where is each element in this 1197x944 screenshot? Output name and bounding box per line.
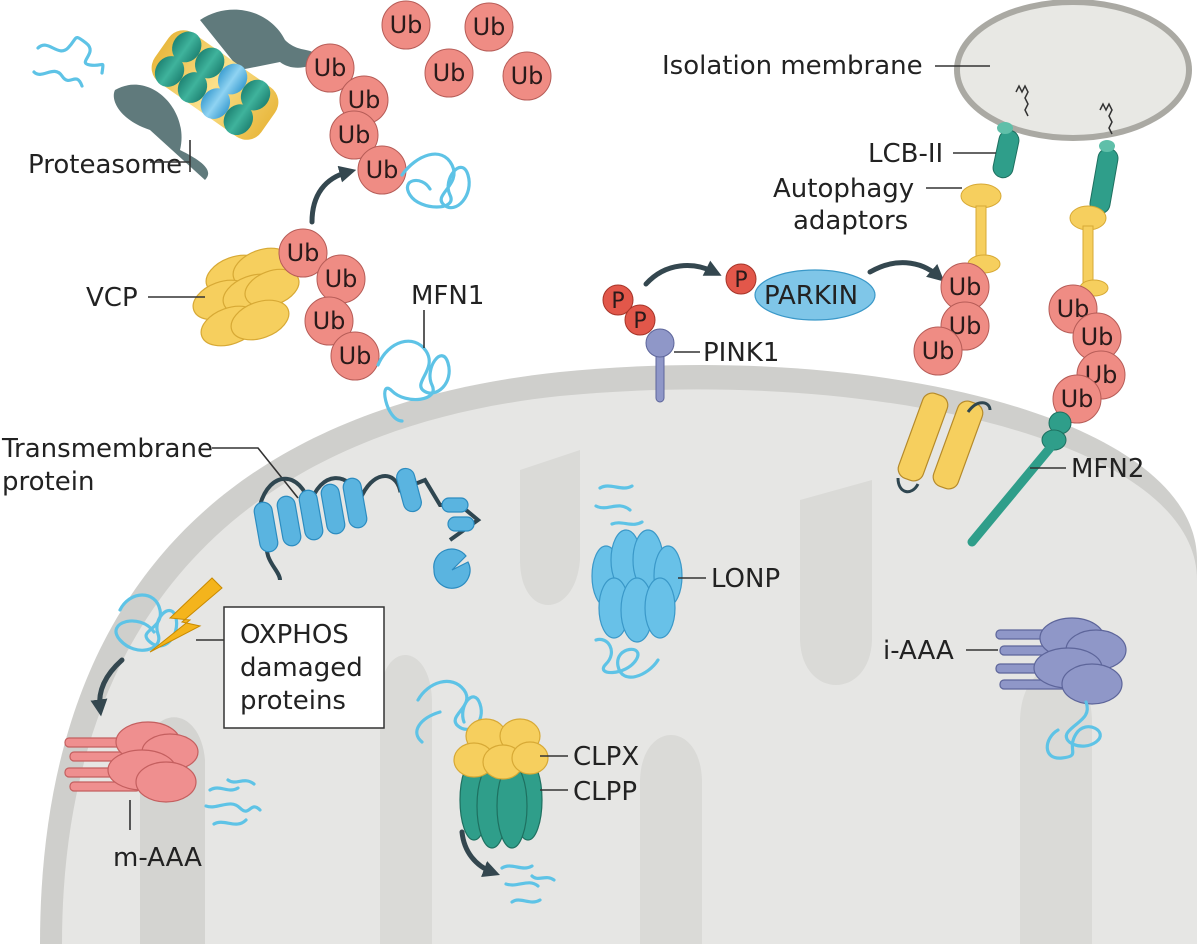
mitophagy-assembly-2 <box>1069 102 1119 297</box>
lonp-label: LONP <box>711 564 780 594</box>
proteasome-cap-bottom <box>113 84 209 180</box>
mitophagy-assembly-1: LCB-II Autophagy adaptors <box>773 84 1029 274</box>
proteasome: Proteasome <box>28 9 318 180</box>
ub-label: Ub <box>511 62 544 90</box>
proteasome-cap-top <box>200 9 318 70</box>
proteasome-core <box>151 30 279 140</box>
arrow-vcp-to-proteasome <box>309 165 357 225</box>
parkin-label: PARKIN <box>764 281 858 311</box>
ubiquitin-chain-vcp: Ub Ub Ub Ub <box>278 228 380 381</box>
ub-label: Ub <box>949 273 982 301</box>
ubiquitin-chain-mfn2: Ub Ub Ub Ub <box>1048 284 1126 424</box>
arrow-clpp-output <box>459 829 500 877</box>
lonp-substrate-peptide <box>594 484 644 526</box>
ub-label: Ub <box>313 307 346 335</box>
ub-label: Ub <box>1061 385 1094 413</box>
mfn1-label: MFN1 <box>411 281 484 311</box>
degraded-peptides-m-aaa <box>204 778 262 826</box>
free-ubiquitin: Ub Ub Ub Ub <box>381 0 552 101</box>
proteasome-label: Proteasome <box>28 150 182 180</box>
phosphate-label: P <box>633 309 646 334</box>
i-aaa-label: i-AAA <box>883 636 954 666</box>
transmembrane-protein: Transmembrane protein <box>1 434 482 589</box>
unfolded-peptide-1 <box>32 36 105 88</box>
oxphos-damaged: OXPHOS damaged proteins <box>114 577 385 729</box>
i-aaa-substrate-peptide <box>1045 700 1102 760</box>
ub-label: Ub <box>339 342 372 370</box>
m-aaa-protease: m-AAA <box>64 721 202 873</box>
substrate-peptide-top <box>400 152 471 210</box>
ub-label: Ub <box>473 13 506 41</box>
parkin: PARKIN P <box>725 263 876 321</box>
clp-substrate-peptide <box>415 679 483 744</box>
autophagy-adaptors-label-line2: adaptors <box>793 206 908 236</box>
oxphos-label-line3: proteins <box>240 686 346 716</box>
lonp-output-peptide <box>594 637 660 679</box>
ub-label: Ub <box>348 86 381 114</box>
lcb-ii-label: LCB-II <box>868 139 943 169</box>
pink1-label: PINK1 <box>703 338 779 368</box>
pink1: P P PINK1 <box>602 284 779 403</box>
oxphos-label-line1: OXPHOS <box>240 620 349 650</box>
arrow-pink1-to-parkin <box>643 260 722 287</box>
vcp-complex: VCP <box>86 247 300 347</box>
arrow-parkin-to-ubiquitin <box>867 260 945 282</box>
degraded-peptides-clp <box>500 864 556 904</box>
clpx-label: CLPX <box>573 742 639 772</box>
ub-label: Ub <box>338 121 371 149</box>
ub-label: Ub <box>433 59 466 87</box>
ub-label: Ub <box>325 265 358 293</box>
ubiquitin-chain-proteasome: Ub Ub Ub Ub <box>305 43 407 195</box>
autophagy-adaptors-label-line1: Autophagy <box>773 174 914 204</box>
ubiquitin-chain-mitophagy-1: Ub Ub Ub <box>913 262 990 376</box>
phosphate-label: P <box>734 268 747 293</box>
lightning-icon <box>149 577 223 653</box>
ub-label: Ub <box>366 156 399 184</box>
ub-label: Ub <box>287 239 320 267</box>
phosphate-label: P <box>611 289 624 314</box>
oxphos-label-line2: damaged <box>240 653 363 683</box>
isolation-membrane: Isolation membrane <box>662 0 1192 141</box>
i-aaa-protease: i-AAA <box>883 617 1127 705</box>
isolation-membrane-label: Isolation membrane <box>662 51 923 81</box>
ub-label: Ub <box>390 11 423 39</box>
m-aaa-label: m-AAA <box>113 843 202 873</box>
outer-membrane-protein <box>896 392 992 494</box>
arrow-to-m-aaa <box>90 657 125 717</box>
mfn1-peptide <box>376 339 451 423</box>
ub-label: Ub <box>922 337 955 365</box>
oxphos-box <box>223 606 385 729</box>
mfn2-label: MFN2 <box>1071 454 1144 484</box>
vcp-label: VCP <box>86 283 138 313</box>
clpp-label: CLPP <box>573 777 637 807</box>
ub-label: Ub <box>1081 323 1114 351</box>
transmembrane-label-line2: protein <box>2 467 94 497</box>
transmembrane-label-line1: Transmembrane <box>1 434 213 464</box>
lonp-complex <box>591 529 683 643</box>
mfn2: MFN2 <box>967 411 1144 547</box>
ub-label: Ub <box>314 54 347 82</box>
clpxp-complex: CLPX CLPP <box>453 718 639 849</box>
